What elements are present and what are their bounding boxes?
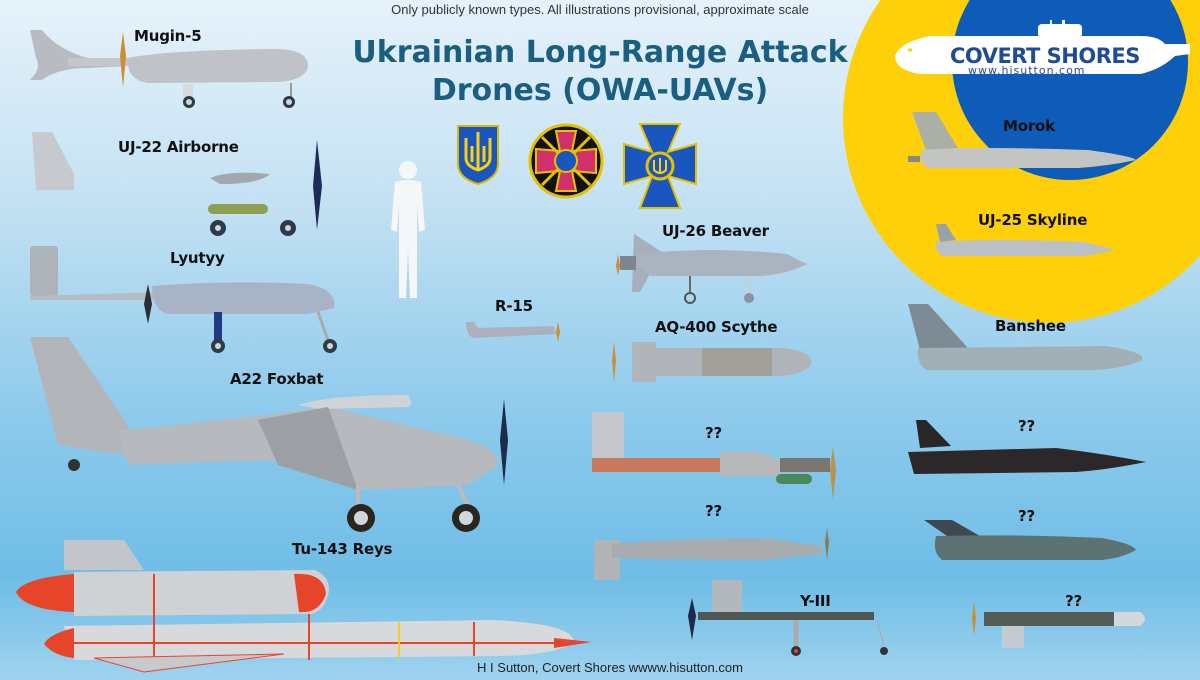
drone-aq-400-scythe[interactable] — [610, 336, 830, 386]
label-tu-143-reys: Tu-143 Reys — [292, 540, 393, 558]
label-unknown-2: ?? — [705, 502, 723, 520]
label-unknown-1: ?? — [705, 424, 723, 442]
military-intelligence-emblem-icon — [528, 123, 604, 199]
covert-shores-logo[interactable]: COVERT SHORES www.hisutton.com — [890, 20, 1200, 86]
human-scale-figure — [391, 161, 425, 298]
label-y-iii: Y-III — [800, 592, 831, 610]
label-uj-26-beaver: UJ-26 Beaver — [662, 222, 769, 240]
drone-mugin-5[interactable] — [28, 28, 318, 108]
label-a22-foxbat: A22 Foxbat — [230, 370, 324, 388]
drone-unknown-5[interactable] — [970, 600, 1160, 660]
brand-text: COVERT SHORES — [950, 44, 1140, 68]
drone-unknown-3[interactable] — [906, 418, 1156, 478]
coat-of-arms-trident-icon — [457, 125, 499, 186]
drone-y-iii[interactable] — [684, 578, 888, 668]
page-title-line1: Ukrainian Long-Range Attack — [352, 35, 848, 70]
page-title-line2: Drones (OWA-UAVs) — [431, 73, 769, 108]
drone-unknown-2[interactable] — [592, 520, 842, 580]
label-uj-22-airborne: UJ-22 Airborne — [118, 138, 239, 156]
drone-unknown-1[interactable] — [590, 410, 840, 500]
drone-r-15[interactable] — [464, 320, 564, 344]
sbu-emblem-icon — [623, 123, 697, 209]
drone-morok[interactable] — [908, 110, 1148, 180]
submarine-icon — [895, 20, 1190, 74]
label-uj-25-skyline: UJ-25 Skyline — [978, 211, 1088, 229]
label-lyutyy: Lyutyy — [170, 249, 225, 267]
drone-lyutyy[interactable] — [28, 244, 368, 354]
label-aq-400-scythe: AQ-400 Scythe — [655, 318, 778, 336]
drone-uj-26-beaver[interactable] — [612, 232, 812, 312]
drone-banshee[interactable] — [906, 302, 1156, 377]
label-unknown-4: ?? — [1018, 507, 1036, 525]
drone-uj-22-airborne[interactable] — [30, 130, 330, 240]
label-morok: Morok — [1003, 117, 1055, 135]
label-mugin-5: Mugin-5 — [134, 27, 202, 45]
brand-url: www.hisutton.com — [968, 64, 1086, 77]
drone-a22-foxbat[interactable] — [28, 335, 528, 535]
label-r-15: R-15 — [495, 297, 533, 315]
drone-tu-143-reys[interactable] — [14, 530, 592, 673]
credit-text: H I Sutton, Covert Shores wwww.hisutton.… — [477, 660, 743, 675]
label-banshee: Banshee — [995, 317, 1066, 335]
drone-uj-25-skyline[interactable] — [934, 222, 1134, 262]
disclaimer-text: Only publicly known types. All illustrat… — [391, 2, 809, 17]
label-unknown-3: ?? — [1018, 417, 1036, 435]
label-unknown-5: ?? — [1065, 592, 1083, 610]
drone-unknown-4[interactable] — [922, 518, 1142, 568]
